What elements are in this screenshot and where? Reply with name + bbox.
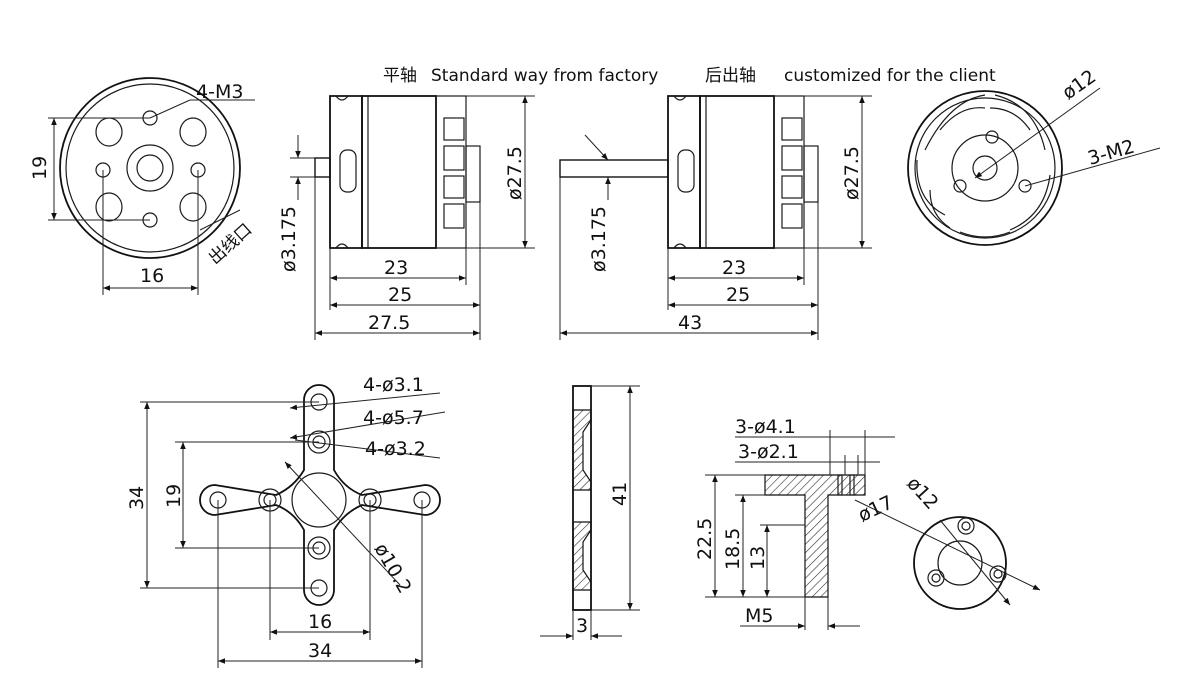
adapter-thread-m5: M5 xyxy=(745,605,773,627)
plate-height-41: 41 xyxy=(609,482,631,506)
front-left-horizontal-16: 16 xyxy=(140,265,164,287)
right-holes-label: 3-M2 xyxy=(1085,136,1137,170)
prop-adapter: 3-ø4.1 3-ø2.1 22.5 18.5 13 M5 ø17 xyxy=(694,416,1041,630)
std-diameter-label: ø27.5 xyxy=(504,146,526,200)
cross-height-34: 34 xyxy=(126,486,148,510)
caption-standard: 平轴 Standard way from factory xyxy=(383,66,658,86)
custom-len-23: 23 xyxy=(722,257,746,279)
caption-standard-text: Standard way from factory xyxy=(431,66,658,86)
cross-holes-a: 4-ø3.1 xyxy=(363,374,424,396)
adapter-flange-d: ø17 xyxy=(855,491,897,526)
std-len-total: 27.5 xyxy=(368,312,410,334)
front-left-vent-label: 出线口 xyxy=(205,220,256,269)
adapter-holes-a: 3-ø4.1 xyxy=(735,416,796,438)
cross-width-34: 34 xyxy=(308,640,332,662)
front-view-left: 4-M3 19 16 出线口 xyxy=(29,77,256,295)
caption-standard-cjk: 平轴 xyxy=(383,66,417,86)
side-view-standard: ø3.175 ø27.5 23 25 27.5 xyxy=(278,95,535,340)
adapter-height-low: 13 xyxy=(747,546,769,570)
front-left-holes-label: 4-M3 xyxy=(196,81,243,103)
right-bore-label: ø12 xyxy=(1058,66,1100,105)
std-len-25: 25 xyxy=(388,284,412,306)
side-view-custom: ø3.175 ø27.5 23 25 43 xyxy=(559,95,872,340)
cross-center-label: ø10.2 xyxy=(370,540,416,598)
cross-mount: 4-ø3.1 4-ø5.7 4-ø3.2 ø10.2 34 19 16 34 xyxy=(126,374,446,668)
custom-diameter-label: ø27.5 xyxy=(841,146,863,200)
custom-shaft-label: ø3.175 xyxy=(588,206,610,272)
plate-profile: 41 3 xyxy=(540,385,640,640)
caption-custom: 后出轴 customized for the client xyxy=(705,66,996,86)
cross-inner-width-16: 16 xyxy=(308,611,332,633)
front-left-vertical-19: 19 xyxy=(29,156,51,180)
adapter-pcd: ø12 xyxy=(902,473,942,514)
std-len-23: 23 xyxy=(384,257,408,279)
adapter-height-mid: 18.5 xyxy=(722,528,744,570)
adapter-holes-b: 3-ø2.1 xyxy=(738,441,799,463)
front-view-right: ø12 3-M2 xyxy=(907,66,1161,246)
caption-custom-text: customized for the client xyxy=(784,66,996,86)
custom-len-25: 25 xyxy=(726,284,750,306)
plate-thickness-3: 3 xyxy=(576,615,588,637)
caption-custom-cjk: 后出轴 xyxy=(705,66,756,86)
adapter-height-total: 22.5 xyxy=(694,518,716,560)
cross-holes-b: 4-ø5.7 xyxy=(363,407,424,429)
std-shaft-label: ø3.175 xyxy=(278,206,300,272)
cross-inner-height-19: 19 xyxy=(163,484,185,508)
custom-len-total: 43 xyxy=(678,312,702,334)
cross-holes-c: 4-ø3.2 xyxy=(365,438,426,460)
